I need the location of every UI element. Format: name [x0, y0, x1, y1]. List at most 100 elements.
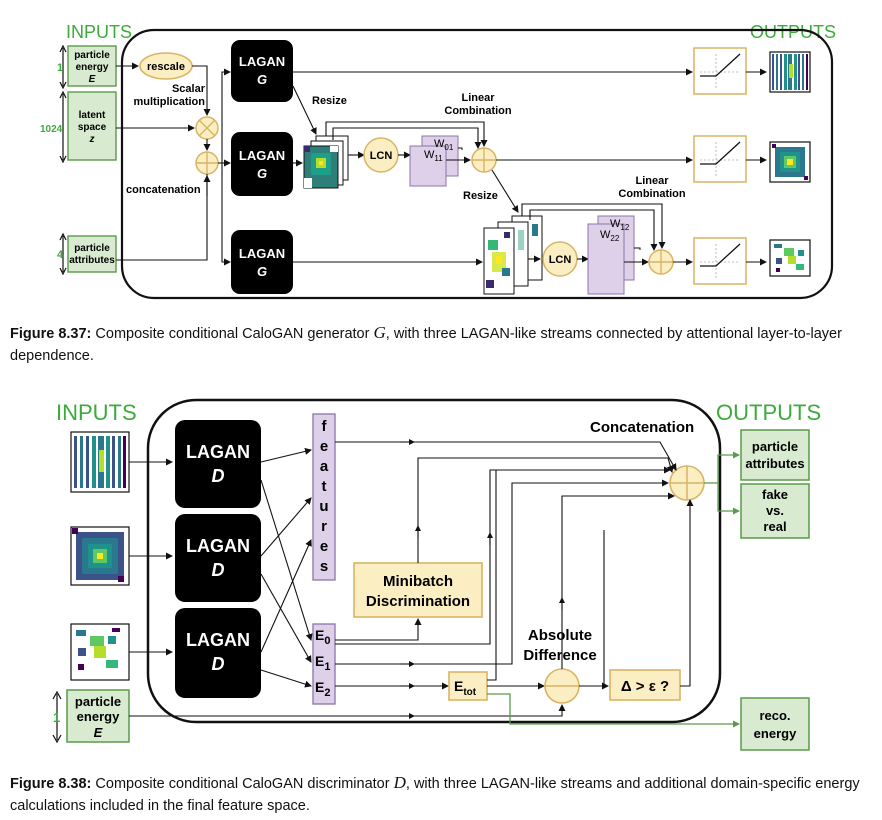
fig38-features-box: f e a t u r e s	[312, 413, 336, 581]
fig37-add-node	[195, 151, 219, 175]
fig37-attrs-l1: particle	[74, 243, 110, 254]
fig38-threshold-label: Δ > ε ?	[621, 678, 669, 695]
fig37-latent-dim: 1024	[40, 124, 63, 135]
fig37-energy-l1: particle	[74, 50, 110, 61]
fig37-scalar-l1: Scalar	[172, 83, 206, 95]
fig38-feat-0: f	[322, 418, 328, 435]
fig37-output-image-2	[769, 141, 811, 183]
fig37-lcn-1: LCN	[363, 137, 399, 173]
fig37-latent-l1: latent	[79, 110, 106, 121]
fig37-w01: W01	[434, 138, 454, 152]
fig37-attrs-dim: 4	[57, 249, 64, 261]
fig38-out-fake-l2: vs.	[766, 503, 784, 518]
fig37-w22: W22	[600, 229, 620, 243]
fig37-multiply-node	[195, 116, 219, 140]
fig37-lagan-2-l2: G	[257, 166, 267, 181]
fig38-minibatch-l2: Discrimination	[366, 593, 470, 610]
fig37-lagan-2-l1: LAGAN	[239, 148, 285, 163]
fig37-lagan-g-1: LAGAN G	[231, 40, 293, 102]
fig37-weights-2: W12 W22	[587, 215, 635, 295]
fig38-minibatch-box: Minibatch Discrimination	[353, 562, 483, 618]
fig37-inputs-title: INPUTS	[66, 22, 132, 42]
fig38-feat-5: r	[321, 518, 327, 535]
fig38-e2: E2	[315, 679, 330, 699]
fig38-input-image-2	[70, 526, 130, 586]
fig38-out-reco-l1: reco.	[759, 708, 790, 723]
fig38-threshold-box: Δ > ε ?	[609, 669, 681, 701]
fig38-feat-2: a	[320, 458, 329, 475]
fig37-lagan-g-3: LAGAN G	[231, 230, 293, 294]
fig38-energy-l2: energy	[77, 709, 120, 724]
fig37-lagan-1-l1: LAGAN	[239, 54, 285, 69]
fig37-caption-text-2: , with three LAGAN-like streams connecte…	[10, 326, 842, 364]
fig38-caption-label: Figure 8.38:	[10, 776, 92, 792]
fig37-lagan-3-l2: G	[257, 264, 267, 279]
fig37-caption-label: Figure 8.37:	[10, 326, 92, 342]
fig37-input-energy: 1 particle energy E	[57, 44, 117, 90]
fig37-output-image-1	[769, 51, 811, 93]
fig37-lcn-2: LCN	[542, 241, 578, 277]
fig37-resize-label-1: Resize	[312, 95, 347, 107]
fig37-energy-dim: 1	[57, 62, 63, 74]
fig38-lagan-d-2: LAGAN D	[175, 514, 261, 602]
fig38-feat-1: e	[320, 438, 328, 455]
fig37-input-attrs: 4 particle attributes	[57, 232, 117, 276]
fig38-output-reco: reco. energy	[740, 697, 810, 751]
fig38-energy-l3: E	[94, 725, 103, 740]
fig38-etot-label: Etot	[454, 678, 477, 698]
fig38-minibatch-l1: Minibatch	[383, 573, 453, 590]
fig38-feat-4: u	[319, 498, 328, 515]
fig37-lincomb-1-l2: Combination	[444, 105, 511, 117]
fig37-energy-l2: energy	[76, 62, 109, 73]
fig38-lagan-3-l1: LAGAN	[186, 630, 250, 650]
fig38-feat-7: s	[320, 558, 328, 575]
figure-38: INPUTS OUTPUTS	[52, 398, 821, 751]
fig37-latent-l3: z	[89, 134, 95, 145]
fig38-energy-dim: 1	[53, 710, 60, 725]
fig38-energy-l1: particle	[75, 694, 121, 709]
fig38-lagan-1-l2: D	[212, 466, 225, 486]
fig37-caption-text-1: Composite conditional CaloGAN generator	[91, 326, 374, 342]
fig37-sum-node-1	[471, 147, 497, 173]
fig38-output-attrs: particle attributes	[740, 429, 810, 481]
fig37-activation-3	[693, 237, 747, 285]
fig38-lagan-1-l1: LAGAN	[186, 442, 250, 462]
fig38-out-attrs-l2: attributes	[745, 456, 804, 471]
fig37-resize-label-2: Resize	[463, 190, 498, 202]
fig37-caption-symbol: G	[373, 323, 386, 342]
fig38-out-attrs-l1: particle	[752, 439, 798, 454]
fig37-lagan-1-l2: G	[257, 72, 267, 87]
figure-37: INPUTS OUTPUTS 1 particle energy E 1024 …	[40, 22, 836, 300]
fig37-input-latent: 1024 latent space z	[40, 90, 117, 164]
fig37-outputs-title: OUTPUTS	[750, 22, 836, 42]
fig38-out-reco-l2: energy	[754, 726, 797, 741]
fig37-output-image-3	[769, 239, 811, 277]
fig38-absdiff-l2: Difference	[523, 647, 596, 664]
fig37-weights-1: W01 W11	[409, 135, 459, 187]
fig37-lagan-3-l1: LAGAN	[239, 246, 285, 261]
fig37-lincomb-2-l1: Linear	[635, 175, 669, 187]
fig37-concat-label: concatenation	[126, 184, 201, 196]
fig38-feat-3: t	[322, 478, 327, 495]
fig38-output-fake: fake vs. real	[740, 483, 810, 539]
fig38-caption-symbol: D	[393, 773, 406, 792]
fig38-etot-box: Etot	[448, 671, 488, 701]
fig37-w12: W12	[610, 218, 630, 232]
fig37-lincomb-2-l2: Combination	[618, 188, 685, 200]
fig38-caption-text-1: Composite conditional CaloGAN discrimina…	[91, 776, 394, 792]
fig37-activation-2	[693, 135, 747, 183]
fig37-sum-node-2	[648, 249, 674, 275]
fig38-lagan-3-l2: D	[212, 654, 225, 674]
fig38-outputs-title: OUTPUTS	[716, 400, 821, 425]
fig38-input-image-1	[70, 431, 130, 493]
fig38-feat-6: e	[320, 538, 328, 555]
fig38-lagan-2-l2: D	[212, 560, 225, 580]
fig37-w11: W11	[424, 149, 443, 163]
fig38-input-energy: 1 particle energy E	[52, 689, 130, 744]
fig37-lcn-2-label: LCN	[549, 254, 572, 266]
fig38-inputs-title: INPUTS	[56, 400, 137, 425]
fig37-lincomb-1-l1: Linear	[461, 92, 495, 104]
fig37-scalar-l2: multiplication	[134, 96, 206, 108]
fig38-input-image-3	[70, 623, 130, 681]
